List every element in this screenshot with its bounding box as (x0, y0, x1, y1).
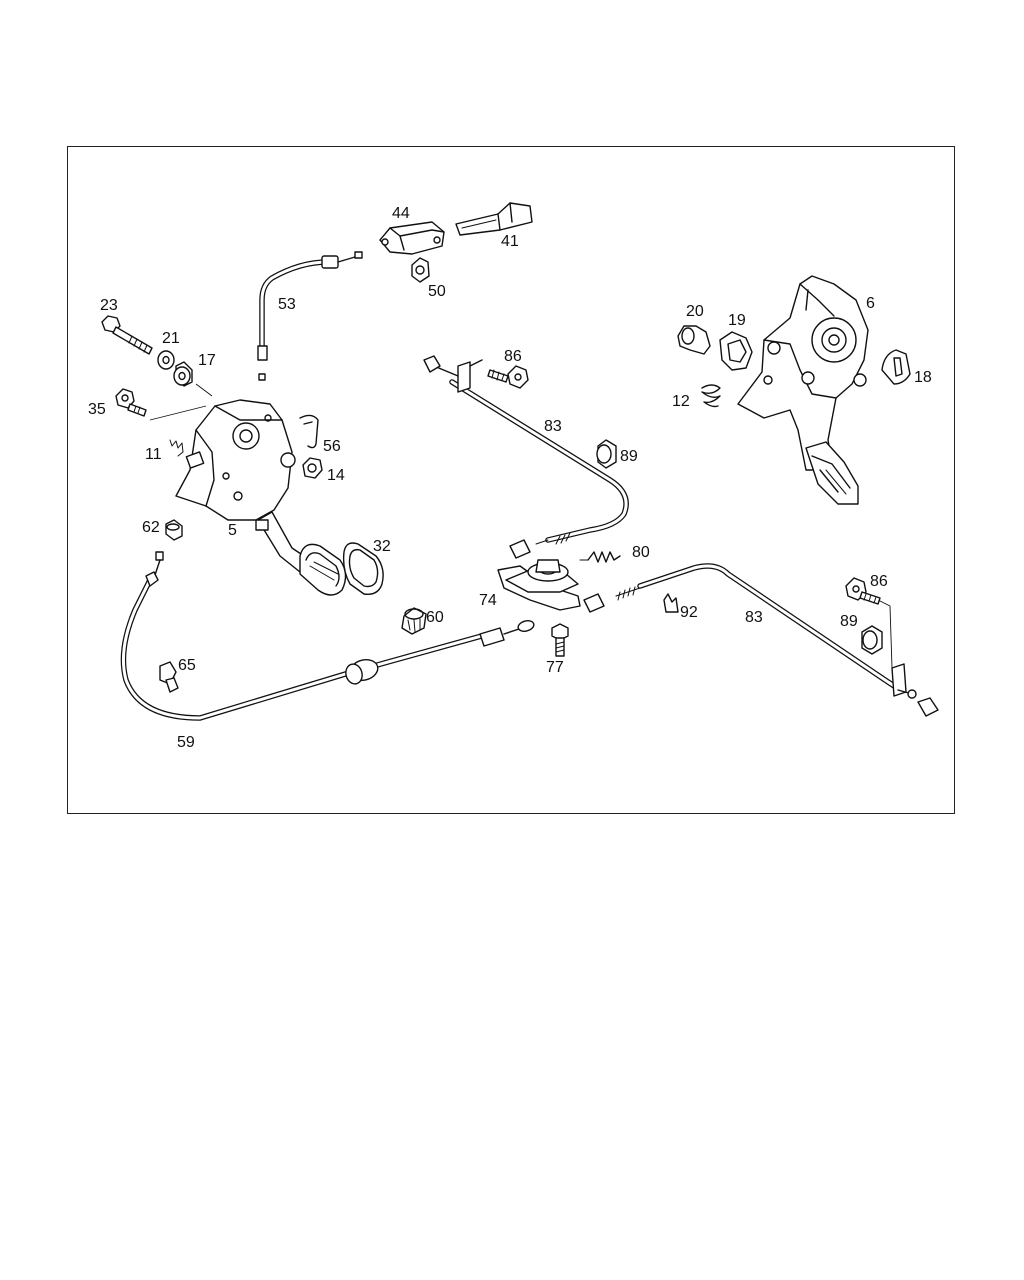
label-62: 62 (142, 519, 160, 536)
leader-lines (149, 383, 213, 421)
cable-83-right (583, 563, 939, 717)
clip-65 (159, 661, 179, 693)
bolt-23 (101, 315, 153, 355)
label-14: 14 (327, 467, 345, 484)
label-18: 18 (914, 369, 932, 386)
label-6: 6 (866, 295, 875, 312)
bracket-44 (379, 221, 445, 255)
bushing-89-upper (596, 439, 617, 469)
bushing-19 (719, 331, 753, 371)
label-65: 65 (178, 657, 196, 674)
label-56: 56 (323, 438, 341, 455)
clip-50 (411, 257, 430, 283)
label-83-right: 83 (745, 609, 763, 626)
label-60: 60 (426, 609, 444, 626)
pedal-assembly-5 (175, 399, 347, 596)
label-77: 77 (546, 659, 564, 676)
bolt-77 (551, 623, 569, 657)
label-19: 19 (728, 312, 746, 329)
grommet-60 (401, 607, 427, 635)
label-89-upper: 89 (620, 448, 638, 465)
cable-83-upper (423, 355, 629, 559)
label-32: 32 (373, 538, 391, 555)
spring-80 (579, 551, 621, 563)
handle-41 (455, 202, 533, 236)
label-5: 5 (228, 522, 237, 539)
label-35: 35 (88, 401, 106, 418)
cable-59 (120, 551, 535, 721)
pedal-pad-32 (342, 542, 384, 595)
clip-56 (299, 414, 319, 449)
bushing-89-right (861, 625, 883, 655)
label-83-upper: 83 (544, 418, 562, 435)
label-50: 50 (428, 283, 446, 300)
bolt-35 (115, 388, 147, 417)
label-17: 17 (198, 352, 216, 369)
label-41: 41 (501, 233, 519, 250)
spring-12 (701, 384, 721, 408)
bushing-17 (173, 361, 193, 387)
cable-53 (257, 251, 363, 381)
label-23: 23 (100, 297, 118, 314)
pad-18 (881, 349, 911, 385)
label-92: 92 (680, 604, 698, 621)
equalizer-74 (497, 559, 581, 611)
washer-21 (157, 350, 175, 370)
label-53: 53 (278, 296, 296, 313)
nut-14 (302, 457, 323, 479)
label-86-right: 86 (870, 573, 888, 590)
label-59: 59 (177, 734, 195, 751)
pin-20 (677, 325, 711, 355)
label-80: 80 (632, 544, 650, 561)
label-20: 20 (686, 303, 704, 320)
label-21: 21 (162, 330, 180, 347)
label-11: 11 (145, 446, 162, 463)
bushing-62 (165, 519, 183, 541)
label-89-right: 89 (840, 613, 858, 630)
bolt-86-upper (487, 365, 529, 389)
label-44: 44 (392, 205, 410, 222)
pedal-assembly-6 (737, 275, 869, 505)
part-labels: 44 41 50 53 23 21 17 35 11 56 14 62 5 32… (88, 205, 932, 751)
bolt-86-right (845, 577, 881, 605)
label-12: 12 (672, 393, 690, 410)
spring-11 (169, 439, 184, 457)
label-74: 74 (479, 592, 497, 609)
diagram-frame (67, 146, 955, 814)
clip-92 (663, 593, 679, 613)
label-86-upper: 86 (504, 348, 522, 365)
